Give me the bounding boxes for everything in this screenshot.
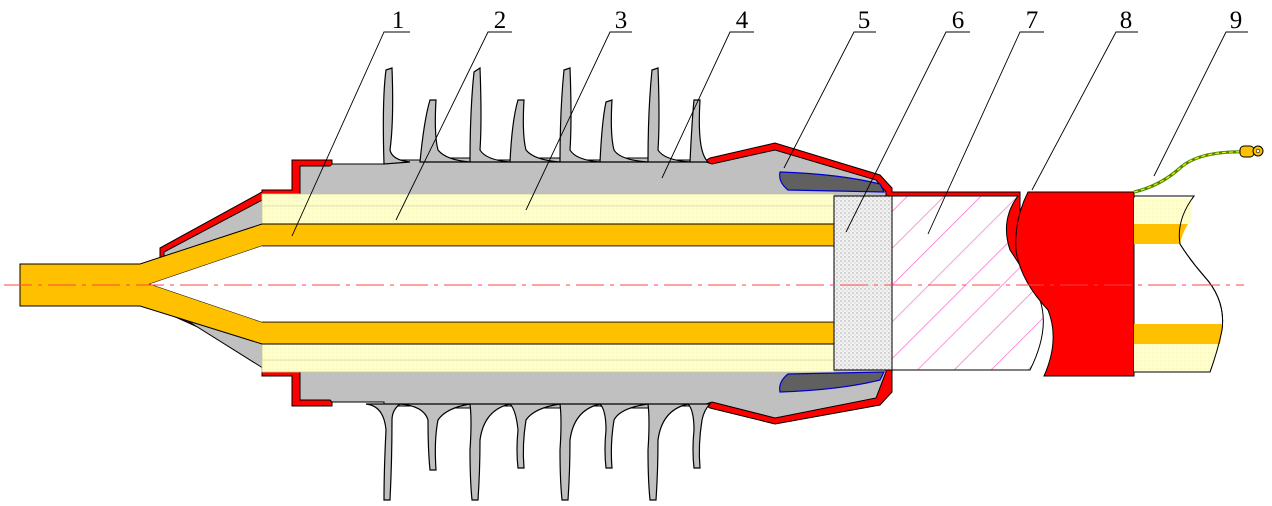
- callout-7: 7: [1026, 7, 1039, 34]
- semiconductive-layer: [833, 195, 893, 371]
- callout-5: 5: [858, 7, 871, 34]
- stress-cone: [779, 171, 885, 393]
- outer-jacket: [1015, 191, 1135, 377]
- callout-9: 9: [1230, 7, 1243, 34]
- callout-leaders: [291, 31, 1248, 237]
- callout-labels: 1 2 3 4 5 6 7 8 9: [392, 7, 1243, 34]
- insulator-sheds-bottom: [365, 403, 712, 501]
- callout-4: 4: [736, 7, 749, 34]
- ground-wire: [1133, 145, 1264, 194]
- insulator-sheds-top: [382, 66, 710, 165]
- callout-1: 1: [392, 7, 405, 34]
- callout-6: 6: [952, 7, 965, 34]
- callout-8: 8: [1120, 7, 1133, 34]
- conductor: [19, 223, 835, 345]
- cable-continuation: [1133, 195, 1224, 373]
- cable-insulation: [261, 193, 835, 373]
- callout-2: 2: [494, 7, 507, 34]
- callout-3: 3: [615, 7, 628, 34]
